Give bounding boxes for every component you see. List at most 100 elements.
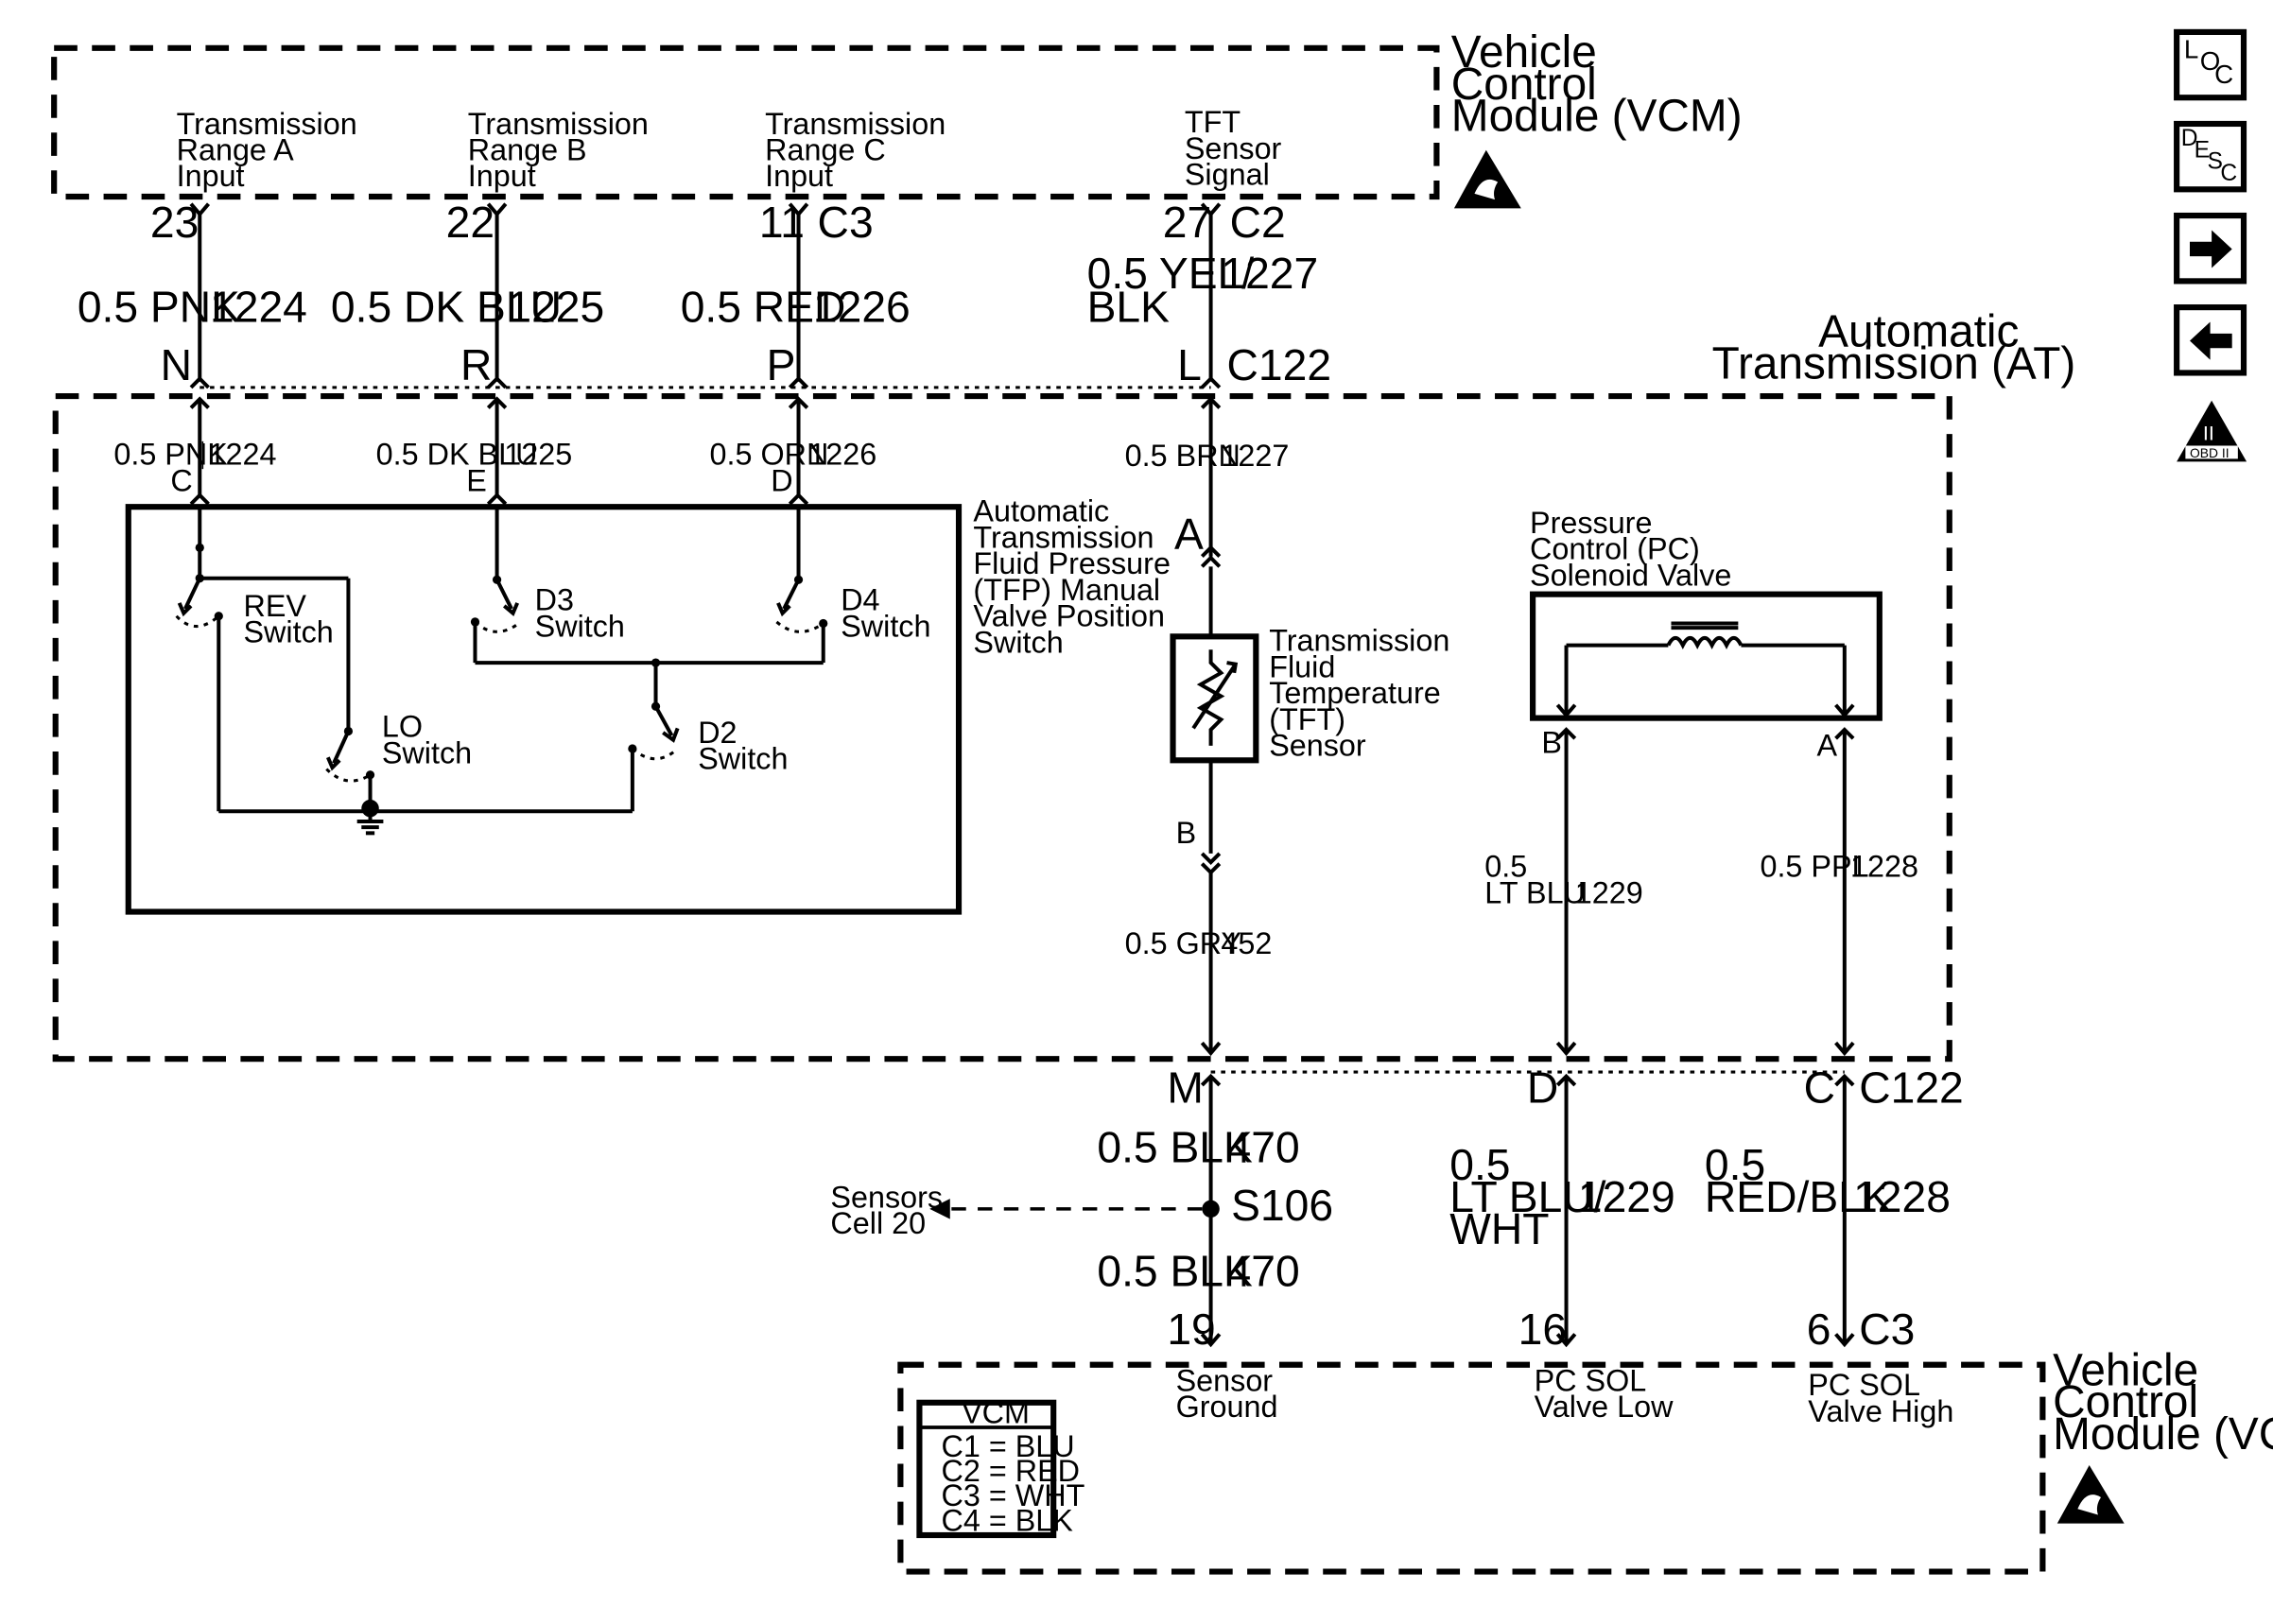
bottom-ltbluwht-line2: LT BLU/ xyxy=(1449,1172,1605,1221)
esd-warning-icon xyxy=(1453,149,1521,209)
tfp-title-line1: Automatic xyxy=(973,494,1109,528)
d2-switch-line1: D2 xyxy=(698,716,737,750)
tft-sensor-body xyxy=(1170,633,1259,764)
tfp-title-line4: (TFP) Manual xyxy=(973,573,1160,607)
d3-switch-line2: Switch xyxy=(535,609,625,643)
obd-mark: II xyxy=(2203,421,2214,444)
int-dkblu-pin: E xyxy=(466,463,487,497)
pc-pin-a: A xyxy=(1817,729,1838,763)
lo-switch-line2: Switch xyxy=(382,735,472,769)
int-pnk-pin: C xyxy=(170,463,192,497)
bottom-blk2-color: 0.5 BLK xyxy=(1097,1247,1253,1296)
solenoid-coil-icon xyxy=(1555,621,1855,718)
d3-switch-line1: D3 xyxy=(535,583,574,617)
obd-label: OBD II xyxy=(2190,445,2230,460)
wire-pc-low xyxy=(1555,727,1577,1348)
tfp-title-line5: Valve Position xyxy=(973,599,1165,633)
bottom-redblk-line2: RED/BLK xyxy=(1705,1172,1892,1221)
input-range-b-line2: Range B xyxy=(468,132,587,166)
output-pc-high-line2: Valve High xyxy=(1808,1394,1953,1428)
c122-pin-l: L xyxy=(1177,340,1202,389)
wire-dkblu-color: 0.5 DK BLU xyxy=(331,283,562,332)
back-arrow-button[interactable] xyxy=(2174,304,2247,376)
tfp-title-line2: Transmission xyxy=(973,520,1154,554)
arrow-left-icon xyxy=(2190,321,2232,360)
legend-row-c4: C4 = BLK xyxy=(942,1503,1074,1537)
int-dkblu-circuit: 1225 xyxy=(504,438,572,472)
input-tft-line3: Signal xyxy=(1185,158,1270,192)
wire-pc-high xyxy=(1834,727,1855,1348)
vcm-bottom-outline xyxy=(897,1361,2046,1575)
at-title-line2: Transmission (AT) xyxy=(1712,339,2076,389)
loc-c: C xyxy=(2214,60,2233,89)
tfp-switch-box xyxy=(125,504,963,915)
pin-16: 16 xyxy=(1518,1304,1567,1354)
wire-red-color: 0.5 RED xyxy=(681,283,846,332)
loc-l: L xyxy=(2184,35,2198,64)
wire-dkblu-circuit: 1225 xyxy=(507,283,604,332)
int-ltblu-circuit: 1229 xyxy=(1575,875,1643,909)
int-ppl-color: 0.5 PPL xyxy=(1760,850,1868,884)
int-gry-color: 0.5 GRY xyxy=(1125,926,1241,960)
connector-c122-top: C122 xyxy=(1227,340,1332,389)
pc-title-line3: Solenoid Valve xyxy=(1530,558,1731,592)
pin-6: 6 xyxy=(1807,1304,1831,1354)
int-pnk-color: 0.5 PNK xyxy=(113,438,228,472)
vcm-connector-legend: VCM C1 = BLU C2 = RED C3 = WHT C4 = BLK xyxy=(916,1395,1085,1539)
thermistor-icon xyxy=(1191,649,1239,746)
c122-pin-r: R xyxy=(460,340,492,389)
bottom-ltbluwht-circuit: 1229 xyxy=(1578,1172,1675,1221)
tft-title-line5: Sensor xyxy=(1269,729,1366,763)
tft-pin-a: A xyxy=(1174,510,1204,559)
vcm-top-title-line2: Control xyxy=(1451,60,1597,110)
wire-pnk xyxy=(189,202,211,506)
location-icon-button[interactable]: L O C xyxy=(2174,28,2247,101)
input-range-c-line1: Transmission xyxy=(765,107,946,141)
c122-pin-p: P xyxy=(767,340,796,389)
bottom-redblk-circuit: 1228 xyxy=(1853,1172,1951,1221)
splice-s106: S106 xyxy=(1231,1181,1333,1230)
input-tft-line2: Sensor xyxy=(1185,131,1282,165)
desc-d: D xyxy=(2181,126,2198,151)
int-dkblu-color: 0.5 DK BLU xyxy=(376,438,538,472)
bottom-blk-color: 0.5 BLK xyxy=(1097,1123,1253,1172)
bottom-blk-circuit: 470 xyxy=(1227,1123,1300,1172)
legend-row-c1: C1 = BLU xyxy=(942,1429,1075,1463)
pc-title-line2: Control (PC) xyxy=(1530,532,1700,566)
int-orn-circuit: 1226 xyxy=(808,438,876,472)
input-range-a-line1: Transmission xyxy=(177,107,357,141)
obd-ii-icon-button[interactable]: II OBD II xyxy=(2177,400,2247,462)
pin-19: 19 xyxy=(1167,1304,1215,1354)
description-icon-button[interactable]: D E S C xyxy=(2174,120,2247,193)
tfp-title-line6: Switch xyxy=(973,625,1063,659)
input-range-a-line3: Input xyxy=(177,159,245,193)
loc-o: O xyxy=(2200,46,2221,76)
desc-c: C xyxy=(2220,161,2237,186)
tfp-title-line3: Fluid Pressure xyxy=(973,546,1171,580)
vcm-top-title-line3: Module (VCM) xyxy=(1451,92,1743,142)
sensors-ref-line1: Sensors xyxy=(830,1180,943,1214)
d2-switch-line2: Switch xyxy=(698,742,788,776)
desc-s: S xyxy=(2207,149,2222,175)
wire-yel-color-line1: 0.5 YEL/ xyxy=(1087,249,1255,298)
output-pc-low-line1: PC SOL xyxy=(1535,1363,1647,1397)
arrow-right-icon xyxy=(2190,230,2232,268)
connector-c2-top: C2 xyxy=(1230,198,1286,247)
int-brn-color: 0.5 BRN xyxy=(1125,439,1241,473)
wire-yel-circuit: 1227 xyxy=(1221,249,1318,298)
connector-c122-bottom: C122 xyxy=(1859,1063,1963,1112)
next-arrow-button[interactable] xyxy=(2174,212,2247,285)
at-outline xyxy=(52,393,1952,1063)
int-orn-pin: D xyxy=(771,463,792,497)
int-ltblu-color-line2: LT BLU xyxy=(1484,875,1586,909)
tft-title-line2: Fluid xyxy=(1269,649,1335,683)
tft-pin-b: B xyxy=(1176,816,1197,850)
c122-pin-m: M xyxy=(1167,1063,1204,1112)
pc-pin-b: B xyxy=(1541,726,1562,760)
c122-pin-c: C xyxy=(1804,1063,1835,1112)
output-sensor-ground-line2: Ground xyxy=(1176,1390,1278,1424)
bottom-redblk-line1: 0.5 xyxy=(1705,1140,1765,1189)
at-title-line1: Automatic xyxy=(1818,307,2019,357)
input-range-c-line2: Range C xyxy=(765,132,886,166)
